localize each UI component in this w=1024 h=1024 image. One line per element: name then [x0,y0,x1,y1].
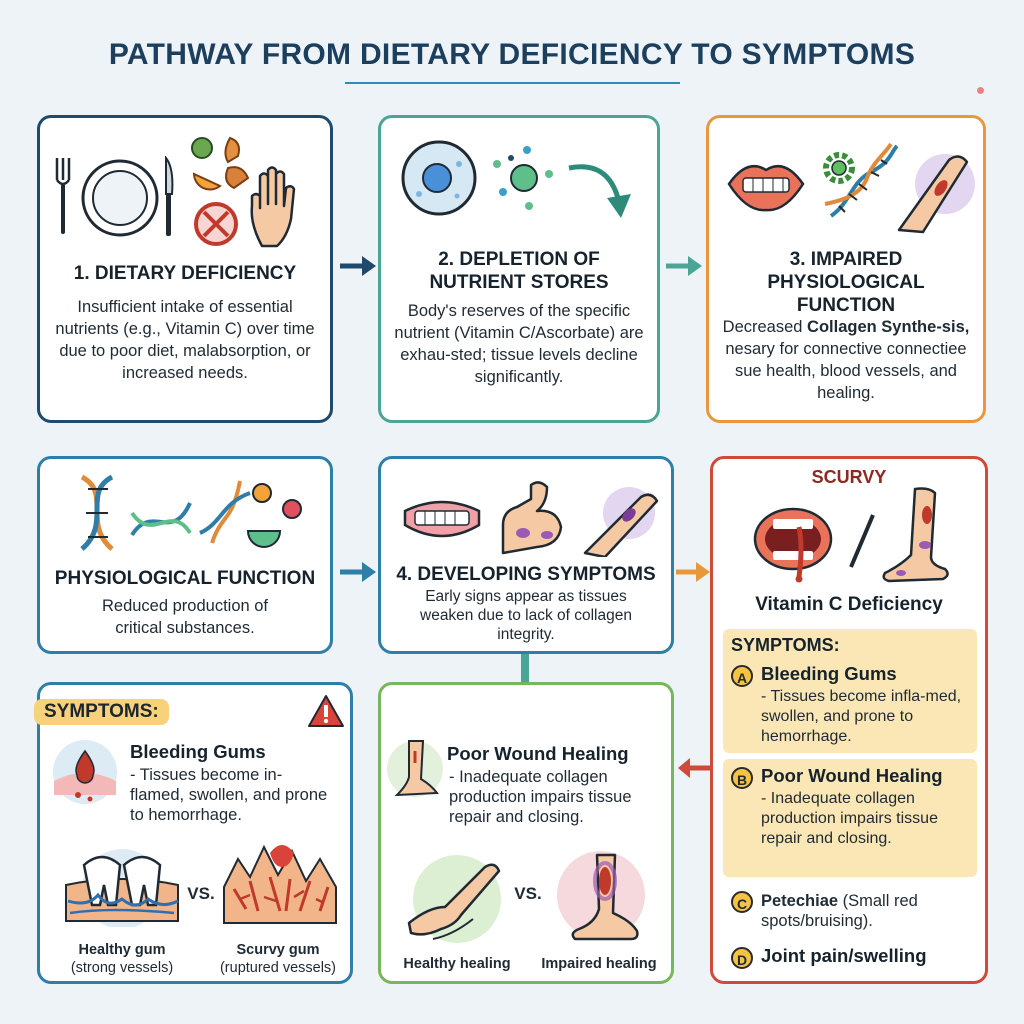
symptom-text: - Tissues become in-flamed, swollen, and… [130,766,328,824]
lips-icon [727,165,805,212]
card-depletion: 2. DEPLETION OF NUTRIENT STORES Body's r… [378,115,660,423]
symptom-title: Bleeding Gums [761,663,897,684]
impaired-healing-caption: Impaired healing [541,956,657,972]
dna-icon [824,142,899,218]
wounded-leg-icon [387,740,443,797]
card-scurvy: SCURVY Vitamin C Deficiency SYMPTOMS: A … [710,456,988,984]
card-dietary-deficiency: 1. DIETARY DEFICIENCY Insufficient intak… [37,115,333,423]
curved-arrow-icon [568,164,631,218]
card-body: Reduced production of critical substance… [101,597,269,637]
card-heading: 4. DEVELOPING SYMPTOMS [396,564,656,585]
dna-icon [80,474,251,551]
slash-icon [849,514,875,568]
symptom-text: - Tissues become infla-med, swollen, and… [761,688,962,745]
symptom-title: Bleeding Gums [130,741,266,762]
knife-icon [165,156,174,236]
card-developing-symptoms: 4. DEVELOPING SYMPTOMS Early signs appea… [378,456,674,654]
letter-badge: D [731,947,753,969]
letter-badge: B [731,767,753,789]
open-mouth-icon [753,507,833,583]
arm-icon [501,481,563,555]
symptoms-label: SYMPTOMS: [34,699,169,725]
card-body: Decreased Collagen Synthe-sis, nesary fo… [722,318,970,402]
page-title: PATHWAY FROM DIETARY DEFICIENCY TO SYMPT… [108,38,916,71]
arrow-right-icon [666,256,702,276]
food-icon [191,136,250,191]
molecule-icon [246,483,302,548]
symptom-text: Petechiae (Small red spots/bruising). [761,892,918,930]
cell-icon [401,140,477,216]
card-bleeding-gums: SYMPTOMS: Bleeding Gums - Tissues become… [34,682,353,984]
gear-icon [823,152,855,184]
symptom-title: Joint pain/swelling [761,945,927,966]
symptoms-label: SYMPTOMS: [731,635,840,655]
letter-badge: C [731,891,753,913]
card-physiological-function: PHYSIOLOGICAL FUNCTION Reduced productio… [37,456,333,654]
scurvy-label: SCURVY [811,467,887,487]
impaired-healing-icon [557,851,645,941]
leg-icon [882,487,949,583]
vs-label: VS. [514,884,542,903]
fork-icon [55,158,71,234]
card-heading: 2. DEPLETION OF NUTRIENT STORES [429,249,609,293]
decor-dot [977,87,984,94]
arrow-right-icon [676,562,710,582]
healthy-healing-icon [407,855,501,943]
healthy-gum-caption: Healthy gum(strong vessels) [70,942,174,976]
blood-drop-icon [53,740,117,804]
scurvy-subtitle: Vitamin C Deficiency [755,594,943,615]
no-icon [194,202,238,246]
bruised-arm-icon [897,154,975,234]
card-impaired-function: 3. IMPAIRED PHYSIOLOGICAL FUNCTION Decre… [706,115,986,423]
warning-icon [308,695,344,727]
card-poor-wound-healing: Poor Wound Healing - Inadequate collagen… [378,682,674,984]
bruised-arm-icon [583,487,659,557]
card-heading: 3. IMPAIRED PHYSIOLOGICAL FUNCTION [767,249,925,316]
symptom-text: - Inadequate collagen production impairs… [449,768,632,826]
scurvy-gum-caption: Scurvy gum(ruptured vessels) [219,942,337,976]
scurvy-gum-icon [223,844,337,924]
card-body: Early signs appear as tissues weaken due… [420,588,632,643]
connector-line [521,654,529,684]
arrow-left-icon [678,758,710,778]
vs-label: VS. [187,884,215,903]
healthy-gum-icon [65,849,179,927]
card-heading: 1. DIETARY DEFICIENCY [73,263,297,284]
card-body: Body's reserves of the specific nutrient… [394,302,644,386]
particles-icon [493,146,553,210]
hand-icon [250,166,296,248]
healthy-healing-caption: Healthy healing [403,956,511,972]
symptom-title: Poor Wound Healing [447,743,629,764]
symptom-highlight [723,629,977,753]
symptom-highlight [723,759,977,877]
teeth-icon [403,500,481,538]
card-heading: PHYSIOLOGICAL FUNCTION [54,568,316,589]
arrow-right-icon [340,562,376,582]
plate-icon [81,159,159,237]
arrow-right-icon [340,256,376,276]
symptom-title: Poor Wound Healing [761,765,943,786]
title-underline [345,82,680,84]
letter-badge: A [731,665,753,687]
symptom-text: - Inadequate collagen production impairs… [761,790,938,847]
card-body: Insufficient intake of essential nutrien… [55,298,315,382]
